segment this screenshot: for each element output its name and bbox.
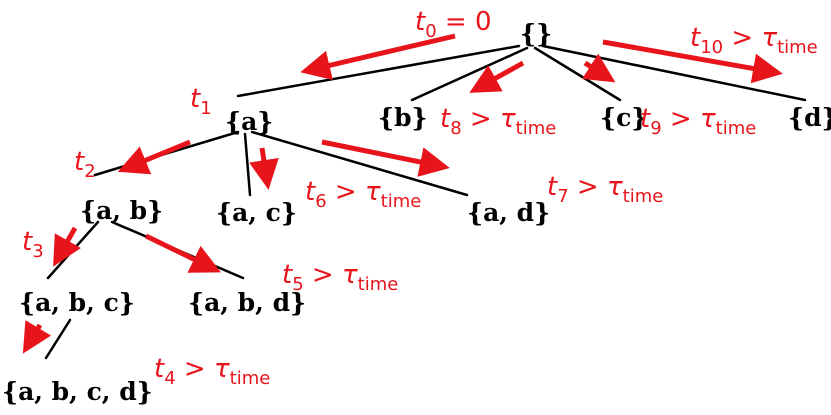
arrow-t6 bbox=[249, 147, 279, 190]
node-c: {c} bbox=[600, 103, 647, 132]
arrow-t1 bbox=[300, 33, 456, 81]
time-labels: t0 = 0 t1 t2 t3 t4 > τtime t5 > τtime t6… bbox=[22, 7, 818, 389]
node-abd: {a, b, d} bbox=[188, 288, 306, 317]
arrow-t4 bbox=[22, 320, 52, 354]
label-t3: t3 bbox=[22, 227, 44, 262]
node-ad: {a, d} bbox=[467, 198, 550, 227]
label-t6: t6 > τtime bbox=[305, 177, 421, 212]
label-t10: t10 > τtime bbox=[690, 23, 818, 58]
node-ac: {a, c} bbox=[216, 198, 297, 227]
tree-nodes: {} {a} {b} {c} {d} {a, b} {a, c} {a, d} … bbox=[2, 19, 831, 406]
node-ab: {a, b} bbox=[80, 196, 163, 225]
node-abc: {a, b, c} bbox=[19, 288, 135, 317]
arrow-t9 bbox=[582, 53, 616, 83]
label-t1: t1 bbox=[190, 84, 212, 119]
edge-a-ad bbox=[250, 130, 469, 197]
node-b: {b} bbox=[378, 103, 428, 132]
label-t5: t5 > τtime bbox=[282, 260, 398, 295]
traversal-arrows bbox=[22, 33, 783, 354]
label-t0: t0 = 0 bbox=[415, 7, 492, 42]
label-t8: t8 > τtime bbox=[440, 104, 556, 139]
arrow-t7 bbox=[321, 139, 450, 177]
edge-abc-abcd bbox=[44, 318, 72, 360]
arrow-t8 bbox=[469, 60, 525, 93]
node-a: {a} bbox=[225, 107, 273, 136]
arrow-t2 bbox=[117, 139, 191, 175]
edge-root-a bbox=[236, 44, 521, 98]
edge-root-c bbox=[533, 46, 622, 102]
label-t4: t4 > τtime bbox=[154, 354, 270, 389]
arrow-t5 bbox=[144, 233, 221, 273]
label-t2: t2 bbox=[74, 147, 96, 182]
node-abcd: {a, b, c, d} bbox=[2, 377, 153, 406]
label-t9: t9 > τtime bbox=[640, 104, 756, 139]
node-d: {d} bbox=[788, 103, 831, 132]
arrow-t3 bbox=[53, 226, 81, 267]
label-t7: t7 > τtime bbox=[547, 172, 663, 207]
arrow-t10 bbox=[602, 39, 783, 84]
edge-a-ac bbox=[243, 132, 252, 197]
node-root: {} bbox=[520, 19, 552, 48]
